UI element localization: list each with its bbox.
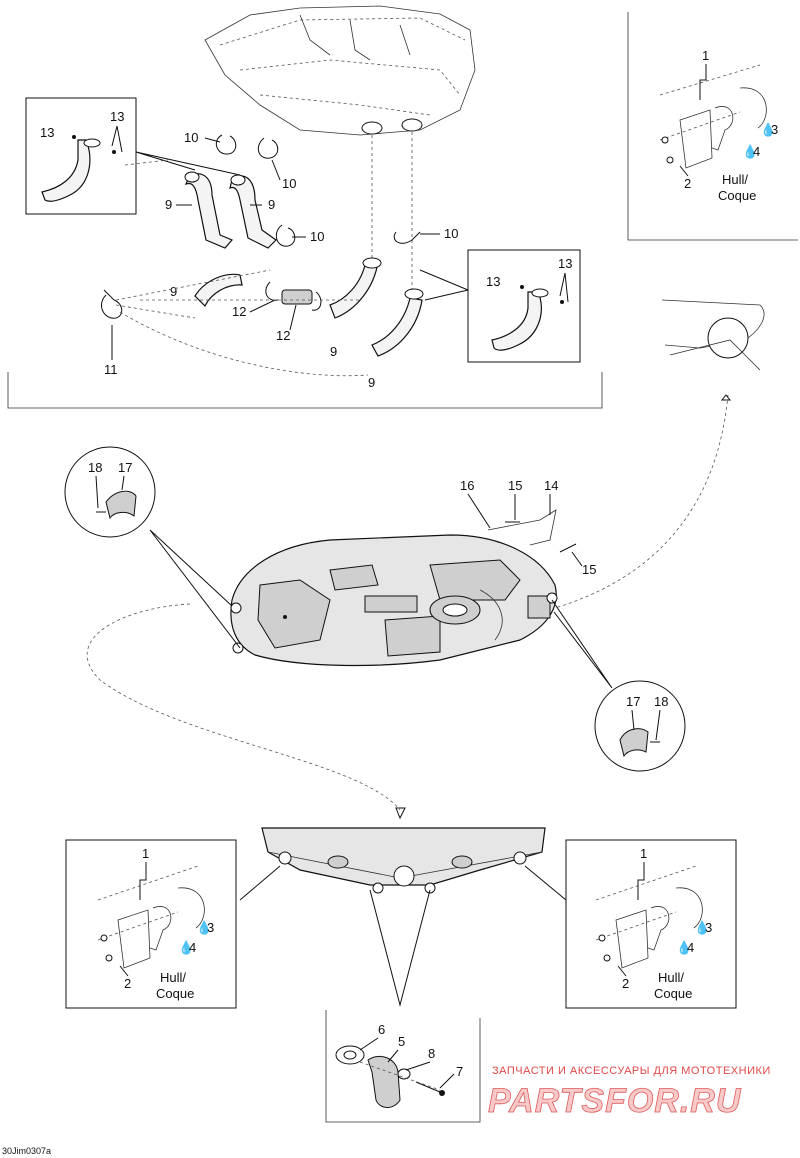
connector-12 (265, 281, 322, 311)
watermark-tagline: ЗАПЧАСТИ И АКСЕССУАРЫ ДЛЯ МОТОТЕХНИКИ (492, 1065, 771, 1077)
bottom-section: 1 2 💧 3 💧 4 Hull/ Coque 1 2 💧 3 💧 4 Hull… (65, 827, 737, 1123)
callout-10-a: 10 (184, 130, 198, 145)
upper-deck-outline (204, 5, 476, 290)
drain-plug (335, 1045, 445, 1108)
hose-icon (491, 291, 542, 351)
hose-9-d (329, 261, 379, 319)
screw-icon (560, 300, 564, 304)
drop-icon: 💧 (196, 920, 212, 935)
callout-3-right: 3 (705, 920, 712, 935)
callout-13-d: 13 (558, 256, 572, 271)
callout-16: 16 (460, 478, 474, 493)
detail-circle-upper (64, 446, 156, 538)
callout-4-top: 4 (753, 144, 760, 159)
detail-circle-lower (594, 680, 686, 772)
callout-14: 14 (544, 478, 558, 493)
hull-label-right-1: Hull/ (658, 970, 684, 985)
callout-18-b: 18 (654, 694, 668, 709)
drop-icon: 💧 (178, 940, 194, 955)
screw-icon (112, 150, 116, 154)
callout-13-b: 13 (110, 109, 124, 124)
callout-2-top: 2 (684, 176, 691, 191)
watermark: ЗАПЧАСТИ И АКСЕССУАРЫ ДЛЯ МОТОТЕХНИКИ PA… (488, 1065, 771, 1120)
hull-label-right-2: Coque (654, 986, 692, 1001)
callout-5: 5 (398, 1034, 405, 1049)
callout-2-right: 2 (622, 976, 629, 991)
bracket-assembly (595, 865, 703, 969)
callout-9-d: 9 (330, 344, 337, 359)
bracket-assembly (659, 64, 767, 169)
hose-9-a (184, 173, 234, 249)
hose-icon (41, 139, 91, 202)
callout-12-a: 12 (232, 304, 246, 319)
drop-icon: 💧 (694, 920, 710, 935)
callout-12-b: 12 (276, 328, 290, 343)
callout-11: 11 (104, 362, 118, 377)
hull-top-view: 16 15 14 15 18 17 17 18 (64, 446, 686, 820)
hull-label-top-2: Coque (718, 188, 756, 203)
bracket-assembly (97, 865, 205, 969)
callout-2-left: 2 (124, 976, 131, 991)
callout-8: 8 (428, 1046, 435, 1061)
detail-box-bottom-right (565, 839, 737, 1009)
callout-10-c: 10 (310, 229, 324, 244)
drop-icon: 💧 (742, 144, 758, 159)
callout-10-d: 10 (444, 226, 458, 241)
callout-9-c: 9 (170, 284, 177, 299)
callout-13-a: 13 (40, 125, 54, 140)
hose-9-b (229, 175, 277, 249)
hull-label-top-1: Hull/ (722, 172, 748, 187)
hull-label-left-1: Hull/ (160, 970, 186, 985)
callout-17-b: 17 (626, 694, 640, 709)
callout-3-top: 3 (771, 122, 778, 137)
callout-4-right: 4 (687, 940, 694, 955)
screw-icon (72, 135, 76, 139)
callout-6: 6 (378, 1022, 385, 1037)
watermark-logo: PARTSFOR.RU (488, 1082, 742, 1120)
detail-box-bottom-left (65, 839, 237, 1009)
callout-17-a: 17 (118, 460, 132, 475)
clamp-11 (101, 289, 123, 319)
drop-icon: 💧 (676, 940, 692, 955)
top-section: 13 13 10 10 10 10 9 9 9 9 9 (7, 5, 603, 409)
figure-code: 30Jim0307a (2, 1146, 51, 1156)
hose-9-c (194, 273, 243, 308)
callout-9-e: 9 (368, 375, 375, 390)
vent-detail-top-right: 1 2 💧 3 💧 4 Hull/ Coque (554, 12, 798, 609)
hull-label-left-2: Coque (156, 986, 194, 1001)
callout-1-left: 1 (142, 846, 149, 861)
callout-3-left: 3 (207, 920, 214, 935)
callout-4-left: 4 (189, 940, 196, 955)
screw-icon (520, 285, 524, 289)
callout-7: 7 (456, 1064, 463, 1079)
detail-box-right (467, 249, 581, 363)
callout-15-a: 15 (508, 478, 522, 493)
callout-1-top: 1 (702, 48, 709, 63)
callout-10-b: 10 (282, 176, 296, 191)
callout-1-right: 1 (640, 846, 647, 861)
callout-18-a: 18 (88, 460, 102, 475)
callout-9-b: 9 (268, 197, 275, 212)
callout-15-b: 15 (582, 562, 596, 577)
hose-9-e (371, 297, 423, 357)
callout-13-c: 13 (486, 274, 500, 289)
drop-icon: 💧 (760, 122, 776, 137)
callout-9-a: 9 (165, 197, 172, 212)
